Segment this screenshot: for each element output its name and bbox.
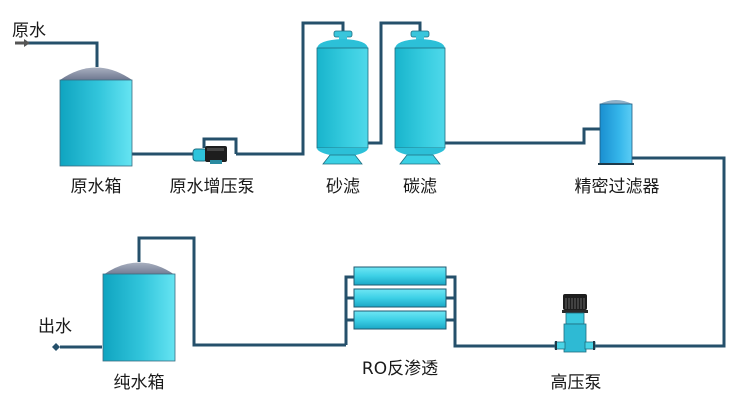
pure-water-tank [102,262,176,362]
label-raw-water-tank: 原水箱 [71,177,122,197]
label-precision-filter: 精密过滤器 [575,177,660,197]
outlet-arrow-icon [52,343,60,351]
pipe-pump-loop [202,137,238,154]
label-high-pressure-pump: 高压泵 [551,373,602,393]
label-water-out: 出水 [38,317,72,337]
pipe-carbon-to-precision [445,127,601,145]
label-sand-filter: 砂滤 [326,177,360,197]
carbon-filter-vessel [394,30,446,165]
inlet-arrow-icon [15,39,30,47]
pipe-inlet [26,41,99,67]
pipe-precision-to-hpp [594,156,726,348]
label-raw-water-in: 原水 [12,21,46,41]
high-pressure-pump-icon [554,294,596,353]
ro-membrane-1 [353,266,447,286]
pipe-ro-right-header [445,296,455,322]
raw-water-tank [59,67,133,167]
ro-membrane-2 [353,288,447,308]
booster-pump-icon [192,146,227,164]
sand-filter-vessel [316,30,369,165]
pipe-sand-to-carbon [367,21,422,145]
ro-membrane-array [353,266,447,330]
ro-membrane-3 [353,310,447,330]
pipe-pump-to-sand [236,21,345,156]
pipe-ro-to-pure-tank [137,236,346,347]
label-ro-membrane: RO反渗透 [362,359,438,379]
label-raw-water-booster-pump: 原水增压泵 [170,177,255,197]
pipe-hpp-to-ro [445,275,557,348]
label-carbon-filter: 碳滤 [403,177,437,197]
precision-filter-vessel [598,100,634,165]
label-pure-water-tank: 纯水箱 [114,373,165,393]
